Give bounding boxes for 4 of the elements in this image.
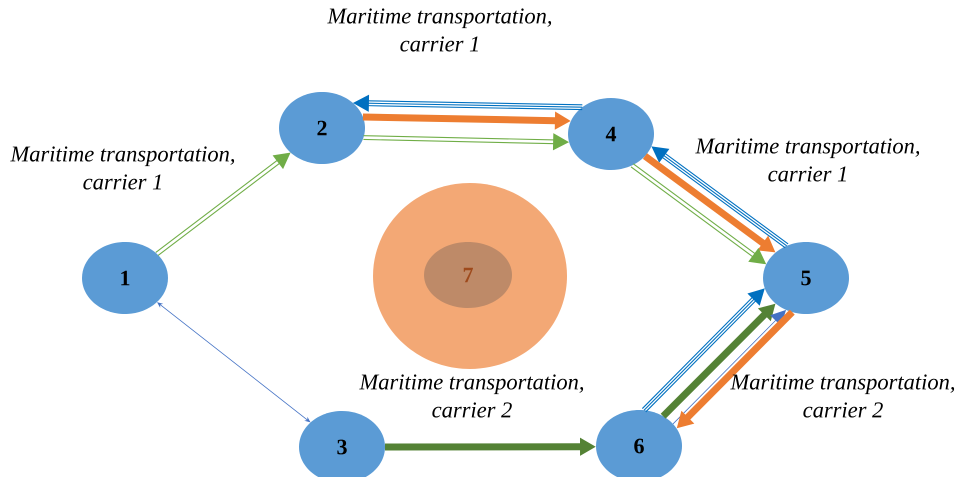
route-label: Maritime transportation, carrier 2: [730, 374, 954, 418]
route-label: Maritime transportation, carrier 1: [695, 138, 920, 182]
route-label: Maritime transportation, carrier 1: [10, 146, 234, 190]
route-label: Maritime transportation, carrier 1: [327, 8, 552, 52]
